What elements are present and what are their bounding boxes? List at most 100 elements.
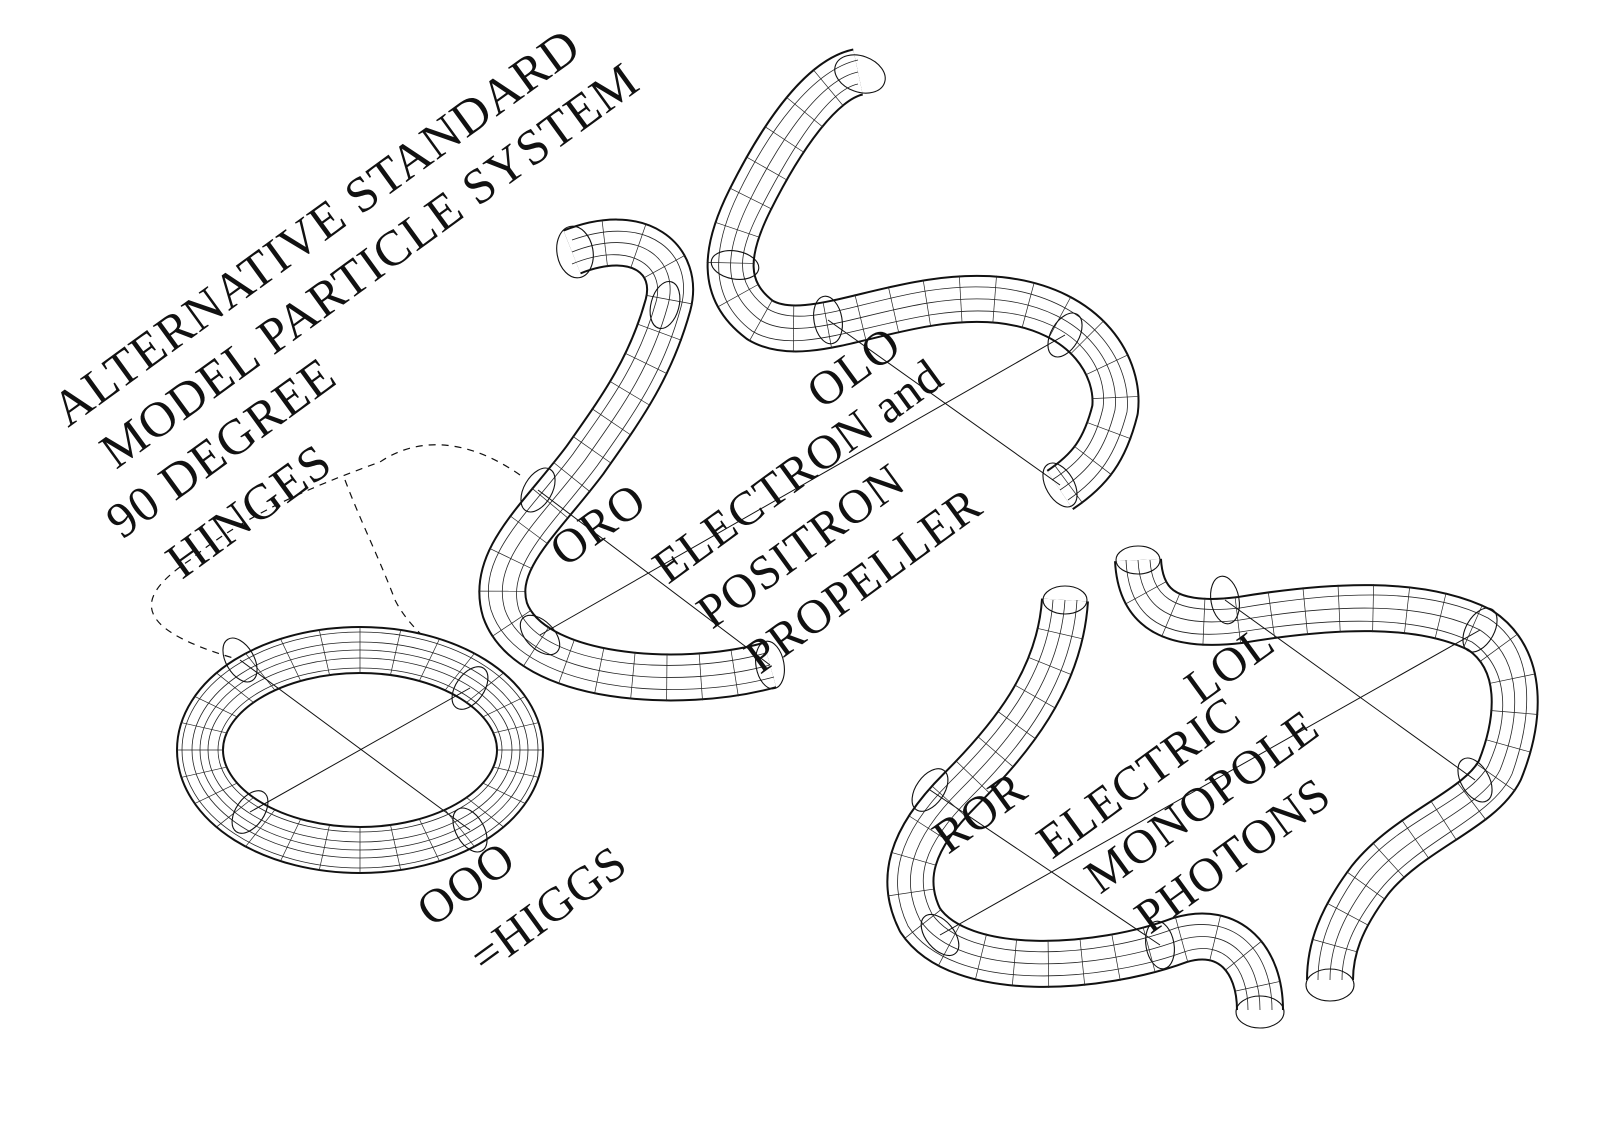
- tube-rib: [1434, 592, 1447, 640]
- tube-rib: [955, 760, 991, 794]
- tube-rib: [1053, 464, 1084, 504]
- tube-rib: [748, 299, 773, 342]
- tube-rib: [636, 323, 682, 341]
- photon-tube-left-line: [909, 599, 1261, 1011]
- tube-rib: [1475, 763, 1516, 792]
- hinge-marker: [451, 666, 489, 710]
- electron-tube-left-line: [487, 254, 775, 690]
- tube-rib: [1456, 781, 1487, 821]
- tube-rib: [714, 221, 761, 238]
- tube-rib: [1404, 586, 1411, 635]
- hinge-callout-left: [150, 444, 521, 661]
- tube-rib: [509, 515, 549, 545]
- tube-rib: [977, 735, 1015, 768]
- electron-tube-right-line: [730, 71, 1116, 491]
- tube-rib: [624, 352, 668, 375]
- photon-axis-2: [1224, 599, 1476, 781]
- tube-rib: [531, 487, 569, 519]
- tube-rib: [822, 301, 833, 349]
- tube-rib: [1326, 902, 1370, 926]
- higgs-axis-1: [239, 659, 471, 831]
- electron-axis-2: [827, 319, 1061, 486]
- tube-rib: [1027, 656, 1073, 676]
- tube-rib: [572, 435, 612, 464]
- tube-end-cap: [1235, 995, 1285, 1029]
- electron-axis-1: [539, 334, 1066, 636]
- tube-end-cap: [556, 225, 594, 279]
- ring-rib: [194, 782, 238, 805]
- tube-rib: [792, 304, 795, 353]
- tube-rib: [1234, 596, 1242, 645]
- tube-rib: [1267, 591, 1276, 640]
- tube-rib: [1401, 819, 1430, 860]
- tube-rib: [488, 547, 533, 570]
- ring-rib: [418, 638, 441, 682]
- tube-rib: [1202, 597, 1206, 646]
- hinge-marker: [1145, 920, 1175, 970]
- ring-rib: [389, 629, 402, 676]
- tube-rib: [974, 933, 987, 981]
- tube-rib: [1036, 627, 1084, 640]
- tube-rib: [698, 652, 703, 701]
- ring-rib: [215, 797, 254, 828]
- hinge-marker: [920, 913, 960, 957]
- tube-rib: [1174, 916, 1189, 963]
- tube-rib: [730, 648, 739, 697]
- hinge-marker: [452, 807, 488, 853]
- tube-rib: [522, 626, 550, 668]
- electron-tube-segments: [478, 69, 1140, 702]
- hinge-marker: [1047, 312, 1083, 358]
- photon-axis-1: [939, 629, 1481, 936]
- hinge-marker: [1462, 607, 1498, 653]
- tube-rib: [1479, 633, 1519, 663]
- ring-rib: [194, 695, 238, 718]
- tube-rib: [1311, 938, 1358, 953]
- hinge-marker: [231, 790, 269, 834]
- tube-rib: [630, 651, 636, 700]
- ring-rib: [279, 818, 302, 862]
- tube-end-cap: [1042, 585, 1088, 615]
- tube-rib: [1488, 673, 1536, 684]
- photon-axis-3: [929, 789, 1161, 946]
- tube-rib: [601, 219, 608, 268]
- hinge-marker: [520, 467, 556, 513]
- tube-rib: [992, 275, 997, 324]
- tube-rib: [630, 223, 647, 269]
- tube-rib: [1086, 421, 1132, 440]
- hinge-marker: [755, 640, 785, 690]
- electron-positron-propeller: [478, 48, 1140, 702]
- hinge-marker: [710, 250, 760, 280]
- tube-rib: [1224, 940, 1263, 971]
- tube-rib: [1142, 926, 1156, 974]
- tube-rib: [1233, 980, 1282, 992]
- tube-rib: [1085, 354, 1129, 376]
- tube-rib: [1111, 933, 1121, 981]
- ring-rib: [180, 766, 228, 778]
- hinge-marker: [649, 280, 681, 330]
- tube-rib: [609, 380, 651, 406]
- tube-rib: [907, 814, 949, 842]
- tube-rib: [1011, 938, 1017, 987]
- tube-rib: [1346, 871, 1386, 900]
- tube-rib: [997, 710, 1037, 740]
- tube-rib: [1462, 604, 1483, 649]
- tube-rib: [1047, 939, 1050, 988]
- electron-tube-left-line: [501, 242, 771, 678]
- tube-rib: [1209, 914, 1222, 962]
- tube-rib: [706, 262, 755, 264]
- tube-rib: [922, 279, 932, 327]
- ring-rib: [482, 695, 526, 718]
- hinge-marker: [1457, 757, 1493, 803]
- photon-tube-left-line: [897, 599, 1249, 1011]
- tube-rib: [937, 923, 961, 967]
- tube-rib: [552, 461, 591, 493]
- tube-rib: [1337, 584, 1341, 633]
- ring-rib: [482, 782, 526, 805]
- tube-rib: [1484, 739, 1532, 753]
- ring-rib: [318, 824, 331, 871]
- electron-axis-3: [537, 489, 771, 666]
- hinge-marker: [222, 637, 258, 683]
- tube-rib: [812, 69, 844, 107]
- tube-rib: [1014, 684, 1057, 709]
- tube-rib: [958, 275, 963, 324]
